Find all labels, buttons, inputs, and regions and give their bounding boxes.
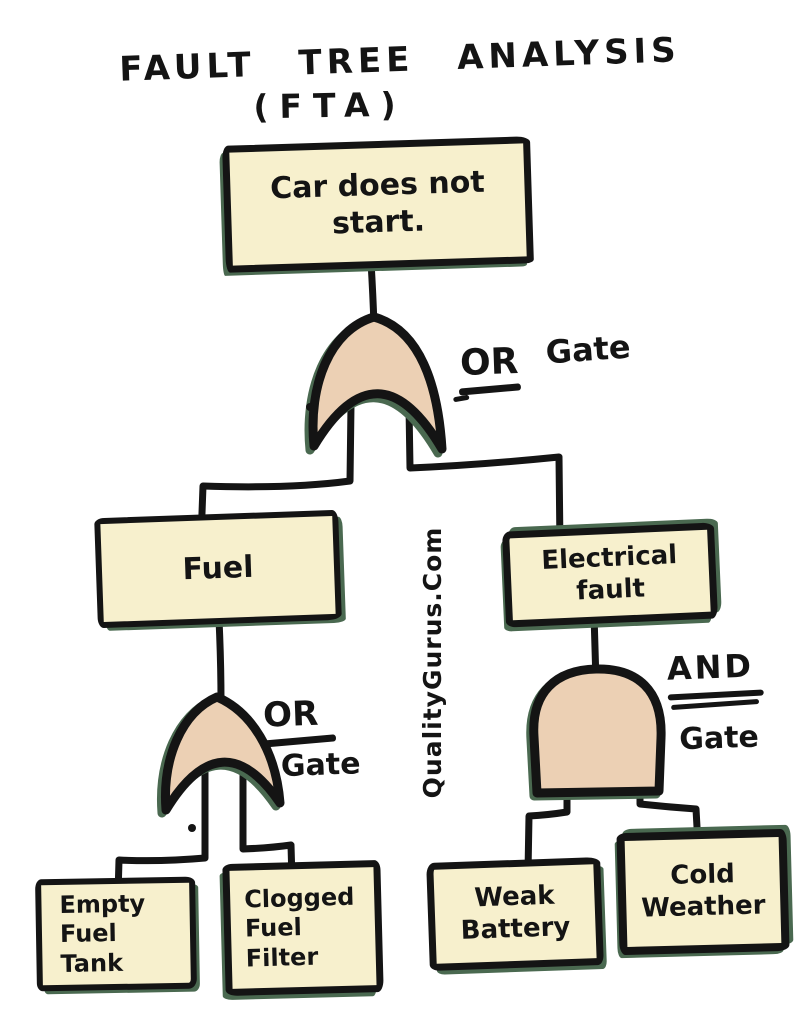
connector-or2-to-clogged-filter [239,756,296,884]
label-or-gate-top-gate-word: Gate [544,327,633,372]
ink-speck-left-of-or2-gate [188,824,196,832]
or-gate-top-shape [308,312,447,454]
or2-underline [263,734,337,748]
connector-and-to-cold-weather [636,776,702,849]
ink-speck-left-of-or-gate [306,403,314,411]
label-and-gate-gate-word: Gate [678,719,760,758]
connector-or-gate-to-fuel [197,401,355,544]
connector-or2-to-empty-tank [114,759,209,899]
connector-or-gate-to-electrical [405,403,564,552]
node-top-event: Car does not start. [222,136,534,273]
label-or-gate-top: OR Gate [452,328,632,403]
node-clogged-fuel-filter: Clogged Fuel Filter [222,859,384,997]
and-underline-2 [671,698,760,711]
node-cold-weather: Cold Weather [616,828,790,956]
node-empty-fuel-tank: Empty Fuel Tank [35,876,197,992]
watermark-text: QualityGurus.Com [418,526,447,799]
label-or-gate-fuel: OR Gate [262,692,361,784]
label-or-gate-top-word: OR [452,341,522,403]
and-gate-shape [529,664,666,798]
label-and-gate: AND Gate [666,646,766,757]
connector-and-to-weak-battery [524,776,571,876]
connector-fuel-to-or2-gate [215,616,225,706]
node-weak-battery: Weak Battery [426,856,604,972]
node-electrical-fault: Electrical fault [502,522,718,628]
label-or-gate-fuel-word: OR [262,694,337,748]
label-and-gate-word: AND [666,646,755,688]
label-or-gate-fuel-gate-word: Gate [280,746,362,785]
node-fuel: Fuel [94,509,342,629]
